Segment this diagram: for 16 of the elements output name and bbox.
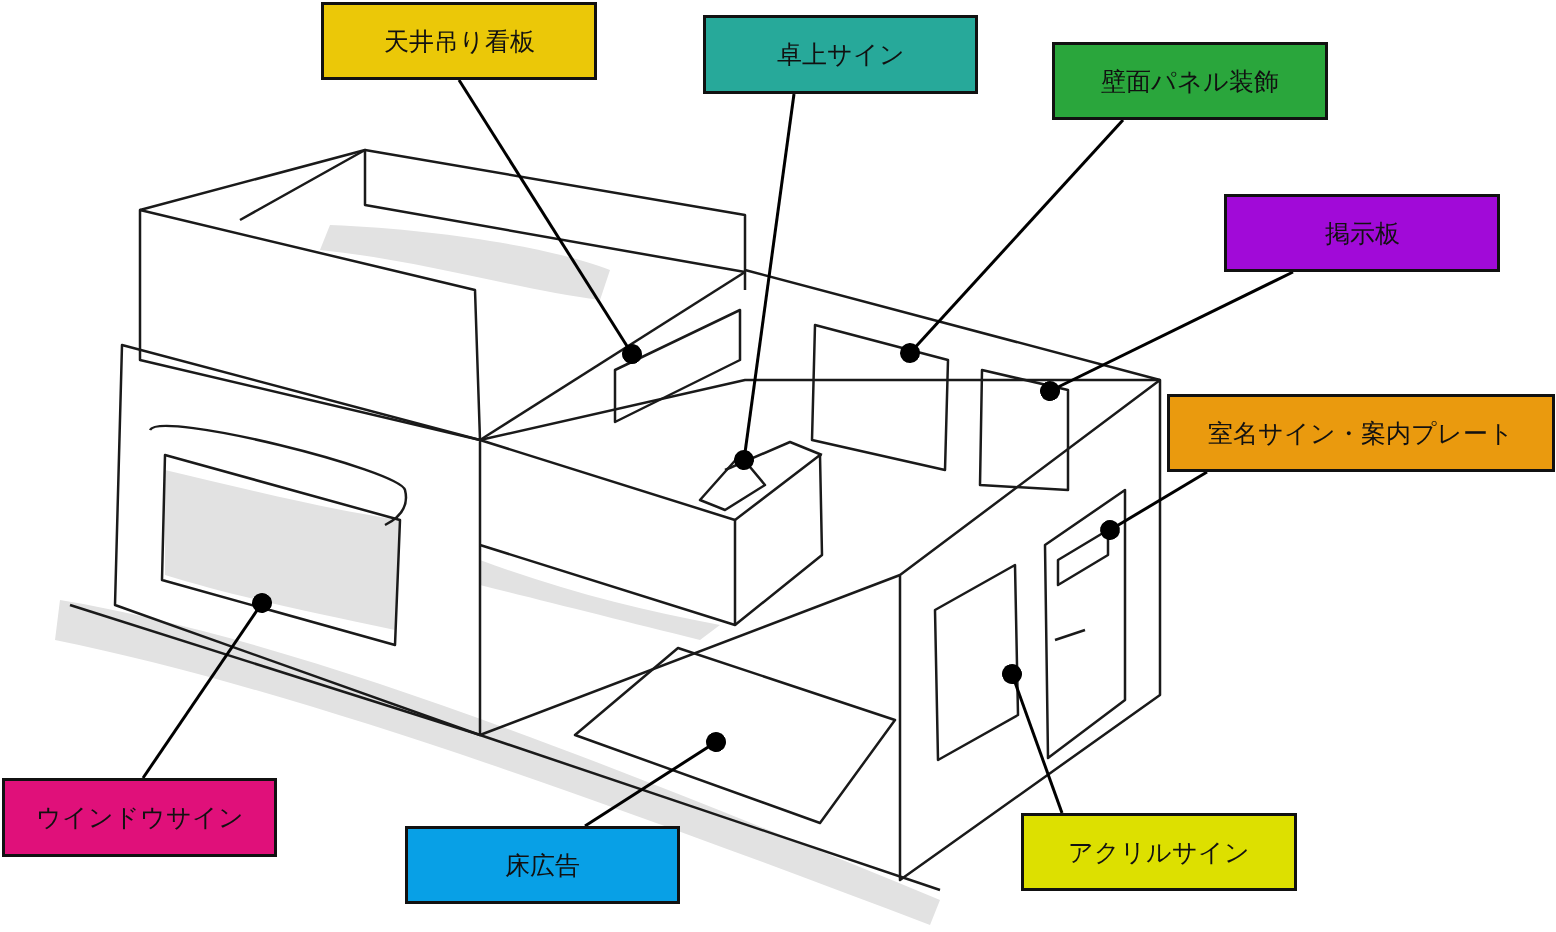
- leader-line: [734, 93, 796, 470]
- label-box: 掲示板: [1224, 194, 1500, 272]
- label-box: 天井吊り看板: [321, 2, 597, 80]
- leader-line: [1040, 270, 1294, 401]
- leader-line: [900, 119, 1125, 363]
- leader-line: [141, 593, 272, 779]
- label-box: ウインドウサイン: [2, 778, 277, 857]
- leader-line: [1100, 470, 1208, 540]
- leader-line: [1002, 664, 1064, 814]
- label-box: アクリルサイン: [1021, 813, 1297, 891]
- label-box: 室名サイン・案内プレート: [1167, 394, 1555, 472]
- leader-line: [584, 732, 726, 828]
- label-box: 床広告: [405, 826, 680, 904]
- leader-line: [457, 79, 642, 364]
- label-box: 壁面パネル装飾: [1052, 42, 1328, 120]
- label-box: 卓上サイン: [703, 15, 978, 94]
